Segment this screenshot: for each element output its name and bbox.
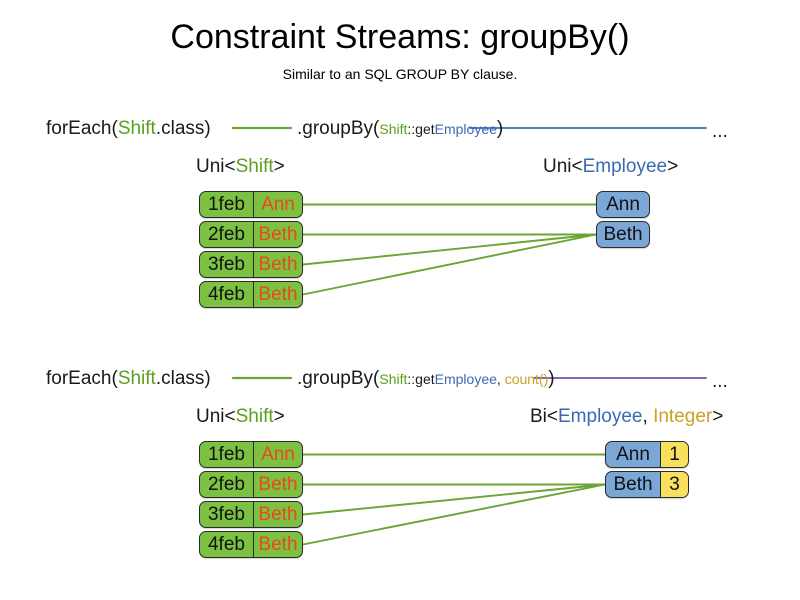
fact-wire-1-3: [302, 233, 597, 266]
shift-box[interactable]: 1feb Ann: [199, 191, 303, 218]
stream-type-left-1: Uni<Shift>: [196, 157, 285, 176]
employee-count-box[interactable]: Ann 1: [605, 441, 689, 468]
shift-date: 2feb: [207, 474, 245, 495]
code-groupby-pre-1: .groupBy(: [297, 118, 380, 139]
stream-type-right-type-b-2: Integer: [653, 406, 713, 427]
shift-box[interactable]: 4feb Beth: [199, 531, 303, 558]
code-groupby-pre-2: .groupBy(: [297, 368, 380, 389]
stream-type-left-2: Uni<Shift>: [196, 407, 285, 426]
page-subtitle: Similar to an SQL GROUP BY clause.: [282, 66, 518, 82]
stream-type-right-1: Uni<Employee>: [543, 157, 678, 176]
stream-type-left-type-1: Shift: [235, 156, 274, 177]
shift-employee: Beth: [252, 282, 302, 307]
shift-date: 4feb: [207, 284, 245, 305]
shift-date: 3feb: [207, 504, 245, 525]
stream-type-right-2: Bi<Employee, Integer>: [530, 407, 723, 426]
employee-count: 3: [660, 472, 688, 497]
shift-box[interactable]: 4feb Beth: [199, 281, 303, 308]
stream-type-right-prefix-2: Bi<: [530, 406, 558, 427]
shift-box[interactable]: 3feb Beth: [199, 251, 303, 278]
stream-type-right-type-1: Employee: [582, 156, 668, 177]
code-line-groupby-2: .groupBy(Shift::getEmployee, count()): [297, 369, 555, 388]
stream-type-left-prefix-2: Uni<: [196, 406, 236, 427]
code-arg-owner-2: Shift: [379, 371, 408, 387]
shift-date: 1feb: [207, 444, 245, 465]
shift-date: 3feb: [207, 254, 245, 275]
code-tail-ellipsis-1: ...: [712, 121, 728, 142]
code-line-foreach-2: forEach(Shift.class): [46, 369, 211, 388]
shift-box[interactable]: 1feb Ann: [199, 441, 303, 468]
page-title: Constraint Streams: groupBy(): [170, 18, 630, 56]
stream-type-right-prefix-1: Uni<: [543, 156, 583, 177]
code-type-shift-1: Shift: [117, 118, 156, 139]
shift-employee: Ann: [252, 192, 302, 217]
shift-date: 4feb: [207, 534, 245, 555]
stream-type-left-type-2: Shift: [235, 406, 274, 427]
stream-type-right-comma-2: ,: [642, 406, 654, 427]
shift-employee: Beth: [252, 252, 302, 277]
stream-type-left-prefix-1: Uni<: [196, 156, 236, 177]
code-tail-ellipsis-2: ...: [712, 371, 728, 392]
fact-wire-2-4: [302, 483, 606, 546]
employee-box[interactable]: Ann: [596, 191, 650, 218]
employee-name: Ann: [616, 444, 650, 465]
employee-name: Beth: [603, 224, 643, 245]
stream-type-right-suffix-2: >: [712, 406, 724, 427]
shift-employee: Ann: [252, 442, 302, 467]
employee-count: 1: [660, 442, 688, 467]
shift-date: 1feb: [207, 194, 245, 215]
shift-employee: Beth: [252, 502, 302, 527]
code-arg-prop-1: Employee: [434, 121, 497, 137]
employee-box[interactable]: Beth: [596, 221, 650, 248]
code-foreach-post-2: .class): [155, 368, 211, 389]
code-line-foreach-1: forEach(Shift.class): [46, 119, 211, 138]
code-type-shift-2: Shift: [117, 368, 156, 389]
fact-wire-2-3: [302, 483, 606, 516]
code-foreach-post-1: .class): [155, 118, 211, 139]
code-arg-comma-2: ,: [496, 371, 505, 387]
code-arg-sep-2: ::get: [407, 371, 435, 387]
code-groupby-post-1: ): [496, 118, 504, 139]
code-arg-sep-1: ::get: [407, 121, 435, 137]
code-foreach-pre-2: forEach(: [46, 368, 118, 389]
shift-box[interactable]: 2feb Beth: [199, 471, 303, 498]
stream-type-left-suffix-1: >: [273, 156, 285, 177]
code-groupby-post-2: ): [548, 368, 555, 389]
shift-employee: Beth: [252, 222, 302, 247]
employee-count-box[interactable]: Beth 3: [605, 471, 689, 498]
code-arg-prop-2: Employee: [434, 371, 497, 387]
shift-employee: Beth: [252, 532, 302, 557]
stream-type-right-type-a-2: Employee: [558, 406, 643, 427]
shift-date: 2feb: [207, 224, 245, 245]
shift-box[interactable]: 2feb Beth: [199, 221, 303, 248]
code-arg-owner-1: Shift: [379, 121, 408, 137]
shift-employee: Beth: [252, 472, 302, 497]
fact-wire-1-4: [302, 233, 597, 296]
code-foreach-pre-1: forEach(: [46, 118, 118, 139]
code-arg-collector-2: count(): [504, 371, 549, 387]
employee-name: Ann: [606, 194, 640, 215]
code-line-groupby-1: .groupBy(Shift::getEmployee): [297, 119, 503, 138]
stream-type-left-suffix-2: >: [273, 406, 285, 427]
stream-type-right-suffix-1: >: [667, 156, 679, 177]
employee-name: Beth: [613, 474, 653, 495]
shift-box[interactable]: 3feb Beth: [199, 501, 303, 528]
